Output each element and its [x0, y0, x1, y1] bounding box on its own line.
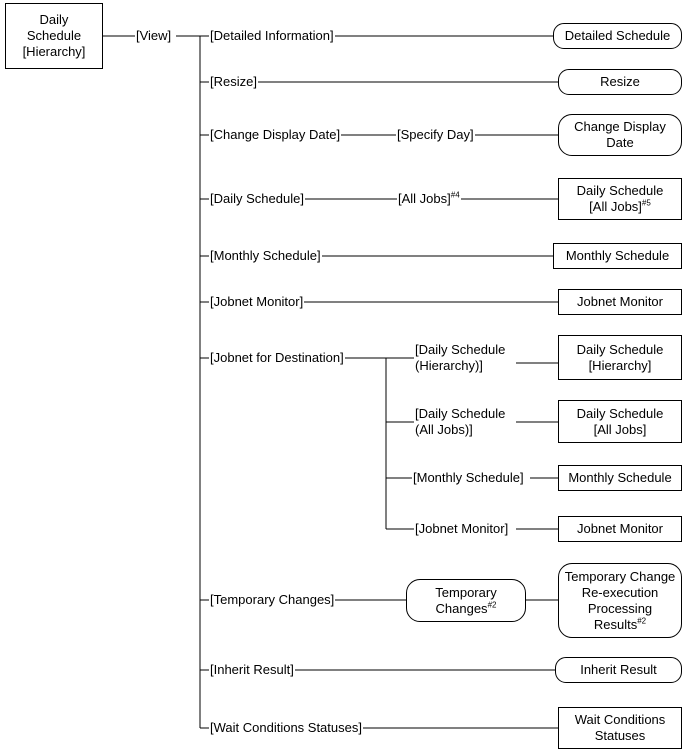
menu-wait-conditions-statuses: [Wait Conditions Statuses] — [209, 720, 363, 736]
window-dest-jobnet-monitor-label: Jobnet Monitor — [577, 521, 663, 536]
menu-change-display-date: [Change Display Date] — [209, 127, 342, 143]
menu-inherit-result: [Inherit Result] — [209, 662, 295, 678]
menu-detailed-information: [Detailed Information] — [209, 28, 335, 44]
window-change-display-date: Change Display Date — [558, 114, 682, 156]
window-temporary-change-results-text: Temporary Change Re-execution Processing… — [565, 569, 676, 633]
view-menu-label: [View] — [135, 28, 173, 44]
window-temporary-change-results-label: Temporary Change Re-execution Processing… — [564, 568, 676, 632]
temporary-changes-dialog-label: Temporary Changes — [435, 584, 497, 616]
window-dest-monthly-schedule-label: Monthly Schedule — [568, 470, 672, 485]
window-dest-daily-all-jobs-label: Daily Schedule [All Jobs] — [576, 405, 664, 437]
temporary-changes-dialog-note: #2 — [487, 600, 497, 610]
temporary-changes-dialog-text: Temporary Changes#2 — [435, 585, 496, 617]
window-daily-schedule-all-jobs-text: Daily Schedule [All Jobs]#5 — [577, 183, 664, 215]
window-monthly-schedule: Monthly Schedule — [553, 243, 682, 269]
menu-jobnet-monitor: [Jobnet Monitor] — [209, 294, 305, 310]
window-daily-schedule-all-jobs-note: #5 — [641, 198, 651, 208]
menu-resize: [Resize] — [209, 74, 258, 90]
window-detailed-schedule-label: Detailed Schedule — [564, 28, 671, 43]
window-detailed-schedule: Detailed Schedule — [553, 23, 682, 49]
window-daily-schedule-all-jobs: Daily Schedule [All Jobs]#5 — [558, 178, 682, 220]
submenu-dest-monthly: [Monthly Schedule] — [412, 470, 525, 486]
window-resize: Resize — [558, 69, 682, 95]
submenu-all-jobs-note: #4 — [450, 190, 460, 200]
submenu-dest-jobnet-monitor: [Jobnet Monitor] — [414, 521, 510, 537]
window-monthly-schedule-label: Monthly Schedule — [565, 248, 670, 263]
temporary-changes-dialog-box: Temporary Changes#2 — [406, 579, 526, 622]
root-label: Daily Schedule [Hierarchy] — [22, 12, 86, 59]
submenu-all-jobs: [All Jobs] — [398, 191, 451, 206]
menu-jobnet-for-destination: [Jobnet for Destination] — [209, 350, 345, 366]
menu-daily-schedule: [Daily Schedule] — [209, 191, 305, 207]
window-wait-conditions-statuses-label: Wait Conditions Statuses — [574, 712, 666, 743]
submenu-dest-daily-hierarchy: [Daily Schedule (Hierarchy)] — [414, 342, 507, 374]
menu-monthly-schedule: [Monthly Schedule] — [209, 248, 322, 264]
window-dest-monthly-schedule: Monthly Schedule — [558, 465, 682, 491]
submenu-dest-daily-all-jobs: [Daily Schedule (All Jobs)] — [414, 406, 507, 438]
window-dest-daily-hierarchy: Daily Schedule [Hierarchy] — [558, 335, 682, 380]
window-dest-daily-all-jobs: Daily Schedule [All Jobs] — [558, 400, 682, 443]
window-wait-conditions-statuses: Wait Conditions Statuses — [558, 707, 682, 749]
window-inherit-result-label: Inherit Result — [580, 662, 657, 677]
window-daily-schedule-all-jobs-label: Daily Schedule [All Jobs] — [576, 183, 664, 214]
submenu-all-jobs-group: [All Jobs]#4 — [397, 191, 461, 207]
submenu-specify-day: [Specify Day] — [396, 127, 475, 143]
window-change-display-date-label: Change Display Date — [574, 119, 666, 150]
window-resize-label: Resize — [600, 74, 640, 89]
window-jobnet-monitor-label: Jobnet Monitor — [577, 294, 663, 309]
window-dest-daily-hierarchy-label: Daily Schedule [Hierarchy] — [576, 341, 664, 373]
window-temporary-change-results-note: #2 — [637, 616, 647, 626]
window-inherit-result: Inherit Result — [555, 657, 682, 683]
window-temporary-change-results: Temporary Change Re-execution Processing… — [558, 563, 682, 638]
window-dest-jobnet-monitor: Jobnet Monitor — [558, 516, 682, 542]
root-daily-schedule-hierarchy-box: Daily Schedule [Hierarchy] — [5, 3, 103, 69]
menu-temporary-changes: [Temporary Changes] — [209, 592, 336, 608]
window-jobnet-monitor: Jobnet Monitor — [558, 289, 682, 315]
